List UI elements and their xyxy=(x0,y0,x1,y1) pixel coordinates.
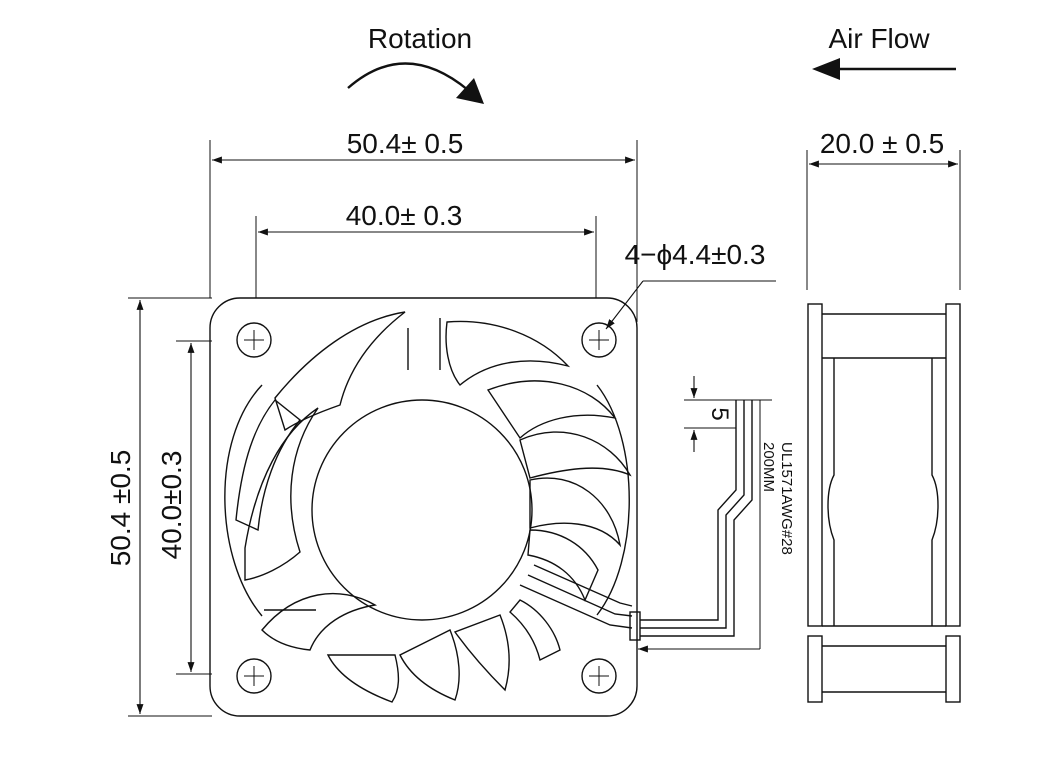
mount-hole-bottom-right xyxy=(581,658,617,694)
height-inner-dimension xyxy=(176,340,212,675)
rotation-arrow-icon xyxy=(347,62,484,104)
width-inner-label: 40.0± 0.3 xyxy=(346,200,463,231)
hole-leader-line xyxy=(605,280,776,330)
rotation-label: Rotation xyxy=(368,23,472,54)
width-inner-dimension xyxy=(255,216,597,298)
cable-length-label: 200MM xyxy=(760,442,777,492)
depth-dimension xyxy=(806,150,961,290)
width-outer-label: 50.4± 0.5 xyxy=(347,128,464,159)
cable-type-label: UL1571AWG#28 xyxy=(778,442,795,555)
fan-hub xyxy=(311,399,533,621)
mount-hole-top-right xyxy=(581,322,617,358)
air-flow-label: Air Flow xyxy=(828,23,930,54)
depth-label: 20.0 ± 0.5 xyxy=(820,128,944,159)
height-outer-label: 50.4 ±0.5 xyxy=(105,450,136,567)
wire-strip-label: 5 xyxy=(706,407,733,420)
fan-front-view xyxy=(209,297,641,717)
height-inner-label: 40.0±0.3 xyxy=(156,451,187,560)
air-flow-arrow-icon xyxy=(812,58,956,80)
fan-side-view xyxy=(807,303,961,703)
height-outer-dimension xyxy=(128,297,212,717)
mount-hole-bottom-left xyxy=(236,658,272,694)
hole-spec-label: 4−ϕ4.4±0.3 xyxy=(625,239,766,270)
wire-strip-dimension xyxy=(684,376,736,452)
mount-hole-top-left xyxy=(236,322,272,358)
width-outer-dimension xyxy=(209,140,638,322)
lead-wires xyxy=(638,399,772,653)
